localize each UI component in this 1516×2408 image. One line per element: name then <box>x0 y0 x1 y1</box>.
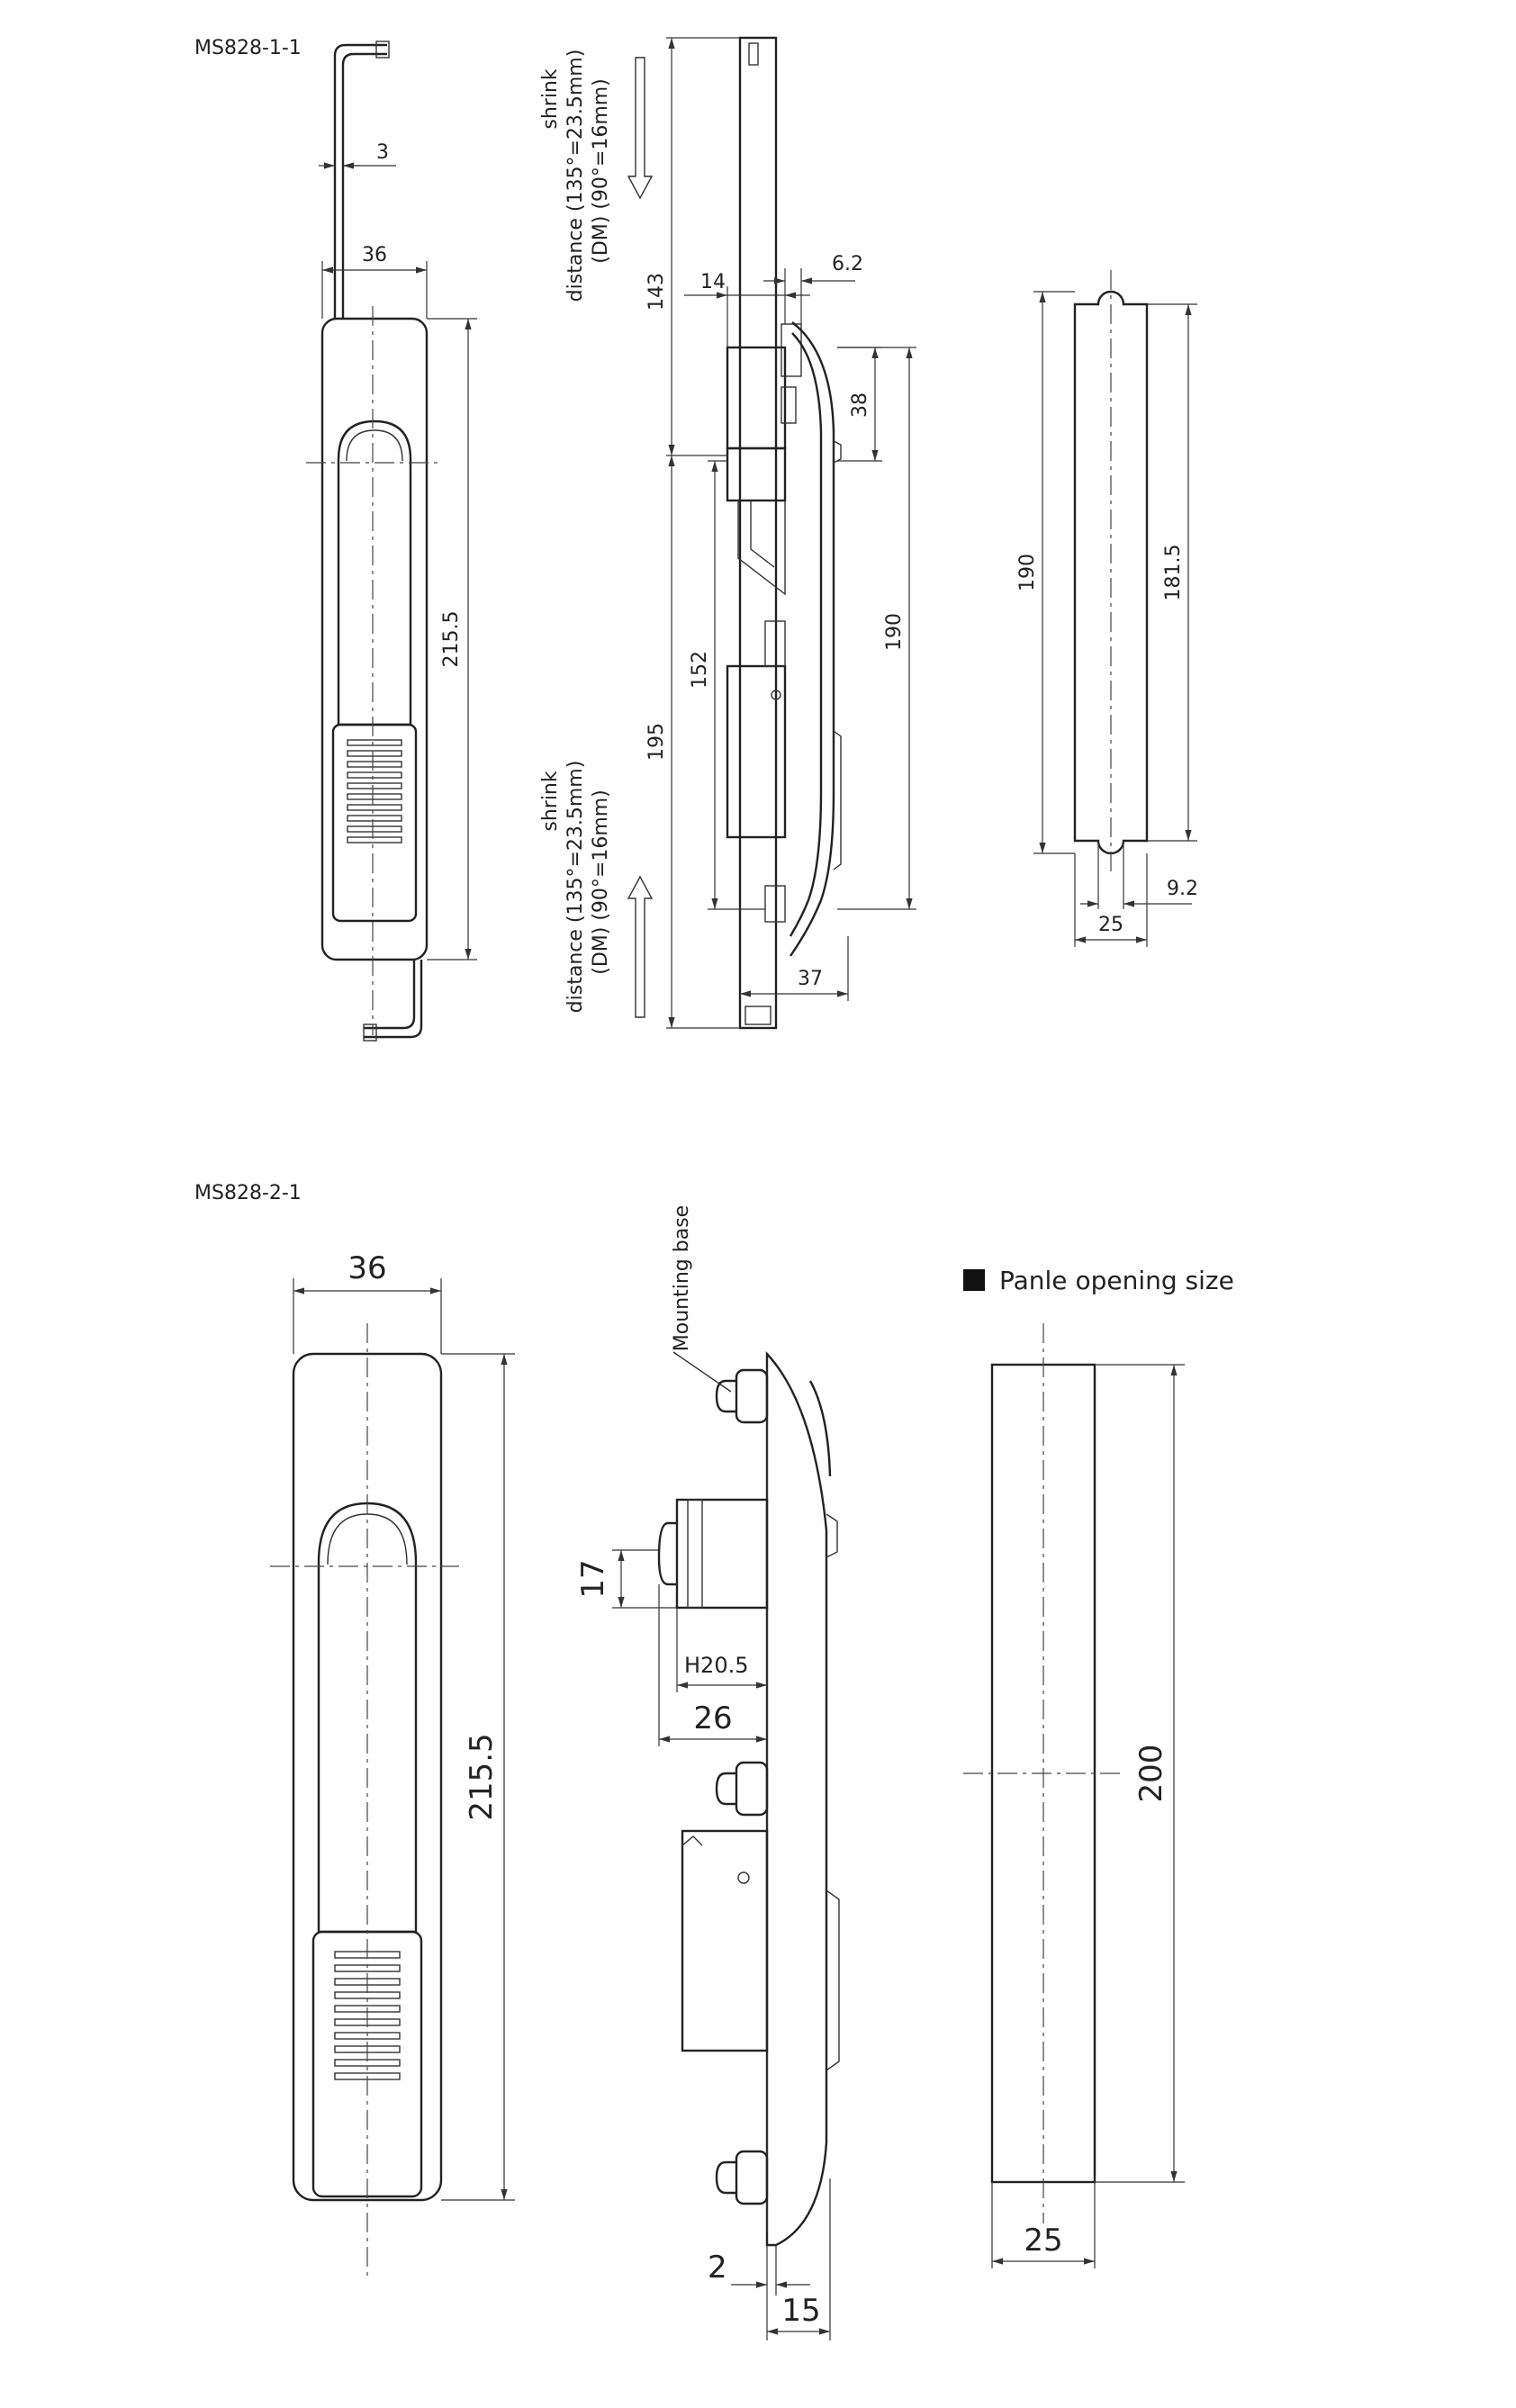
dim-181-5: 181.5 <box>1162 545 1185 601</box>
dim-200: 200 <box>1133 1745 1169 1803</box>
mounting-base-label: Mounting base <box>671 1205 693 1351</box>
bottom-cutout-view: Panle opening size 200 25 <box>963 1266 1234 2268</box>
dim-14: 14 <box>700 271 726 293</box>
panel-opening-legend: Panle opening size <box>999 1266 1234 1295</box>
shrink-label-lower: shrink <box>539 771 562 832</box>
model-label-bottom: MS828-2-1 <box>194 1182 302 1204</box>
dim-215-5-bottom: 215.5 <box>464 1733 500 1820</box>
dim-17: 17 <box>575 1559 611 1598</box>
top-side-view: shrink distance (135°=23.5mm) (DM) (90°=… <box>539 36 916 1030</box>
model-label-top: MS828-1-1 <box>194 37 302 59</box>
dim-26: 26 <box>693 1700 732 1736</box>
shrink-label-upper: shrink <box>539 68 562 130</box>
dim-190-cutout: 190 <box>1016 554 1039 591</box>
dim-152: 152 <box>689 651 711 689</box>
dim-3: 3 <box>376 141 389 164</box>
dim-36-bottom: 36 <box>347 1250 386 1286</box>
grip-slots <box>347 739 402 843</box>
dim-25-cutout-top: 25 <box>1098 914 1123 936</box>
top-front-view: 3 36 215.5 <box>306 41 477 1042</box>
dm-label-upper: (DM) (90°=16mm) <box>590 78 612 264</box>
dim-15: 15 <box>781 2293 820 2329</box>
legend-square <box>963 1269 985 1291</box>
dim-2: 2 <box>708 2250 727 2286</box>
dm-label-lower: (DM) (90°=16mm) <box>590 789 612 975</box>
dim-195: 195 <box>645 723 668 761</box>
dim-215-5: 215.5 <box>440 611 463 668</box>
top-cutout-view: 190 181.5 9.2 25 <box>1016 270 1198 947</box>
dim-36: 36 <box>362 244 387 266</box>
dim-37: 37 <box>798 968 823 990</box>
bottom-side-view: Mounting base 17 H20.5 <box>575 1205 840 2340</box>
distance-label-upper: distance (135°=23.5mm) <box>564 50 587 302</box>
dim-h20-5: H20.5 <box>684 1653 748 1678</box>
bottom-front-view: 36 215.5 <box>270 1250 515 2277</box>
dim-190-side: 190 <box>883 613 906 651</box>
dim-143: 143 <box>645 273 668 311</box>
dim-9-2: 9.2 <box>1167 878 1198 900</box>
dim-6-2: 6.2 <box>832 253 863 275</box>
dim-25-cutout-bottom: 25 <box>1024 2223 1062 2259</box>
screws <box>715 1368 769 2205</box>
dim-38: 38 <box>849 392 871 418</box>
distance-label-lower: distance (135°=23.5mm) <box>564 761 587 1014</box>
